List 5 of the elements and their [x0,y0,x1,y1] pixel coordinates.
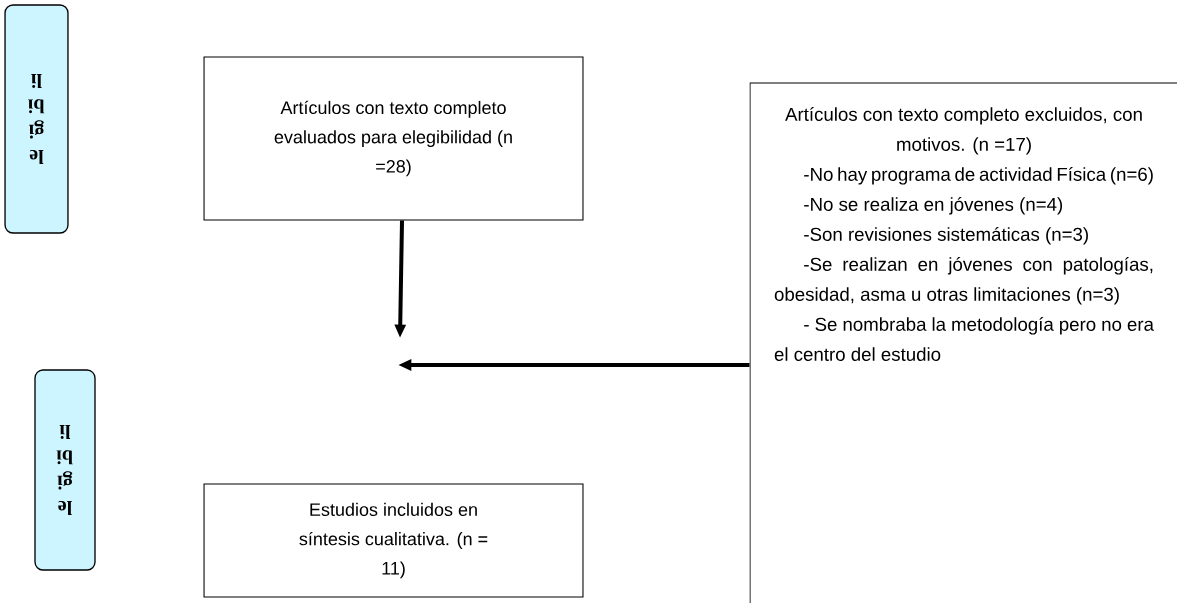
exclusion-box: Artículos con texto completo excluidos, con motivos. (n =17) -No hay programa de actividad Física (n=6) -No se realiza en jóvenes (n=4) -Son revisiones sistemáticas (n=3) -Se realizan en jóvenes con patologías, obesidad, asma u otras limitaciones (n=3) - Se nombraba la metodología pero no era el centro del estudio [749,82,1177,603]
process-box: Artículos con texto completo evaluados para elegibilidad (n =28) [203,56,584,221]
side-label-box: le gi bi li [4,4,69,234]
process-box: Estudios incluidos en síntesis cualitativa. (n = 11) [203,483,584,598]
side-label-box: le gi bi li [34,369,96,571]
